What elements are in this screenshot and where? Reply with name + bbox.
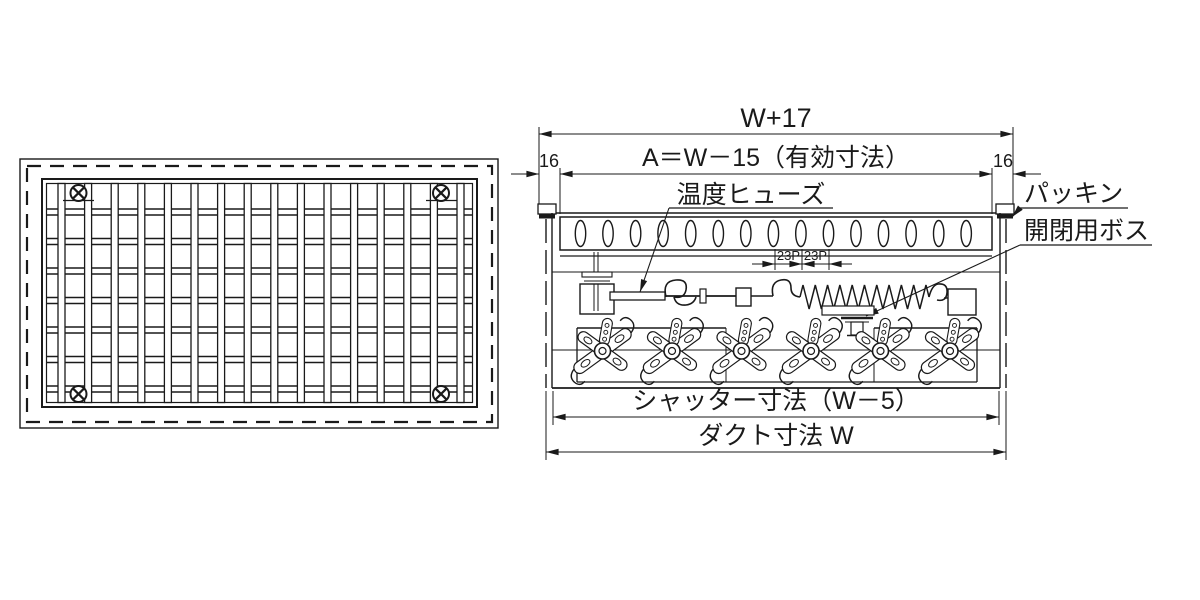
- dim-effective-width: A＝W－15（有効寸法） 16 16: [511, 144, 1041, 214]
- adjusting-bolt: [579, 252, 615, 315]
- dim-effective-width-label: A＝W－15（有効寸法）: [642, 144, 910, 172]
- ventilation-slots: [574, 219, 973, 248]
- return-spring: [771, 278, 977, 316]
- callout-boss: 開閉用ボス: [865, 217, 1152, 317]
- dim-flange-left-label: 16: [539, 151, 559, 171]
- dim-pitch-b-label: 23P: [804, 248, 827, 263]
- front-outer-frame: [19, 158, 499, 429]
- section-body: 23P 23P: [537, 203, 1015, 389]
- grille-vertical-bars: [57, 182, 465, 404]
- front-hidden-outline: [25, 164, 494, 424]
- flange-left: [537, 203, 557, 215]
- flange-right: [995, 203, 1015, 215]
- temperature-fuse-plate: [609, 291, 666, 301]
- front-view: [19, 158, 499, 429]
- dim-overall-width: W+17: [538, 103, 1014, 212]
- packing-strip-right: [997, 214, 1013, 219]
- dim-duct-label: ダクト寸法 W: [698, 422, 854, 450]
- fuse-label: 温度ヒューズ: [677, 181, 826, 209]
- grille-frame-outer: [41, 178, 478, 408]
- slot-band: [559, 216, 993, 251]
- spring-bracket: [947, 288, 977, 316]
- link-block: [735, 287, 752, 307]
- spring-hook-left: [771, 278, 801, 298]
- dim-shutter-label: シャッター寸法（W－5）: [632, 387, 920, 415]
- section-view: W+17 A＝W－15（有効寸法） 16 16 温度ヒューズ パッキン 開: [511, 103, 1152, 460]
- packing-label: パッキン: [1024, 180, 1123, 208]
- spring-hook-right: [928, 283, 948, 302]
- dim-overall-width-label: W+17: [740, 103, 811, 133]
- boss-label: 開閉用ボス: [1024, 217, 1149, 245]
- dim-pitch-a-label: 23P: [777, 248, 800, 263]
- dim-duct-width: ダクト寸法 W: [545, 391, 1007, 460]
- grille-frame-inner: [45, 182, 474, 404]
- corner-screws: [69, 184, 450, 403]
- dim-shutter-width: シャッター寸法（W－5）: [552, 387, 1000, 425]
- dim-flange-right-label: 16: [993, 151, 1013, 171]
- callout-packing: パッキン: [1011, 180, 1128, 218]
- rod-collar: [699, 288, 707, 304]
- dim-slot-pitch: 23P 23P: [752, 248, 852, 270]
- packing-strip-left: [539, 214, 555, 219]
- callout-fuse: 温度ヒューズ: [639, 181, 833, 293]
- louver-linkages: [570, 316, 982, 386]
- fuse-link-assembly: [609, 279, 773, 307]
- s-hook: [664, 279, 688, 299]
